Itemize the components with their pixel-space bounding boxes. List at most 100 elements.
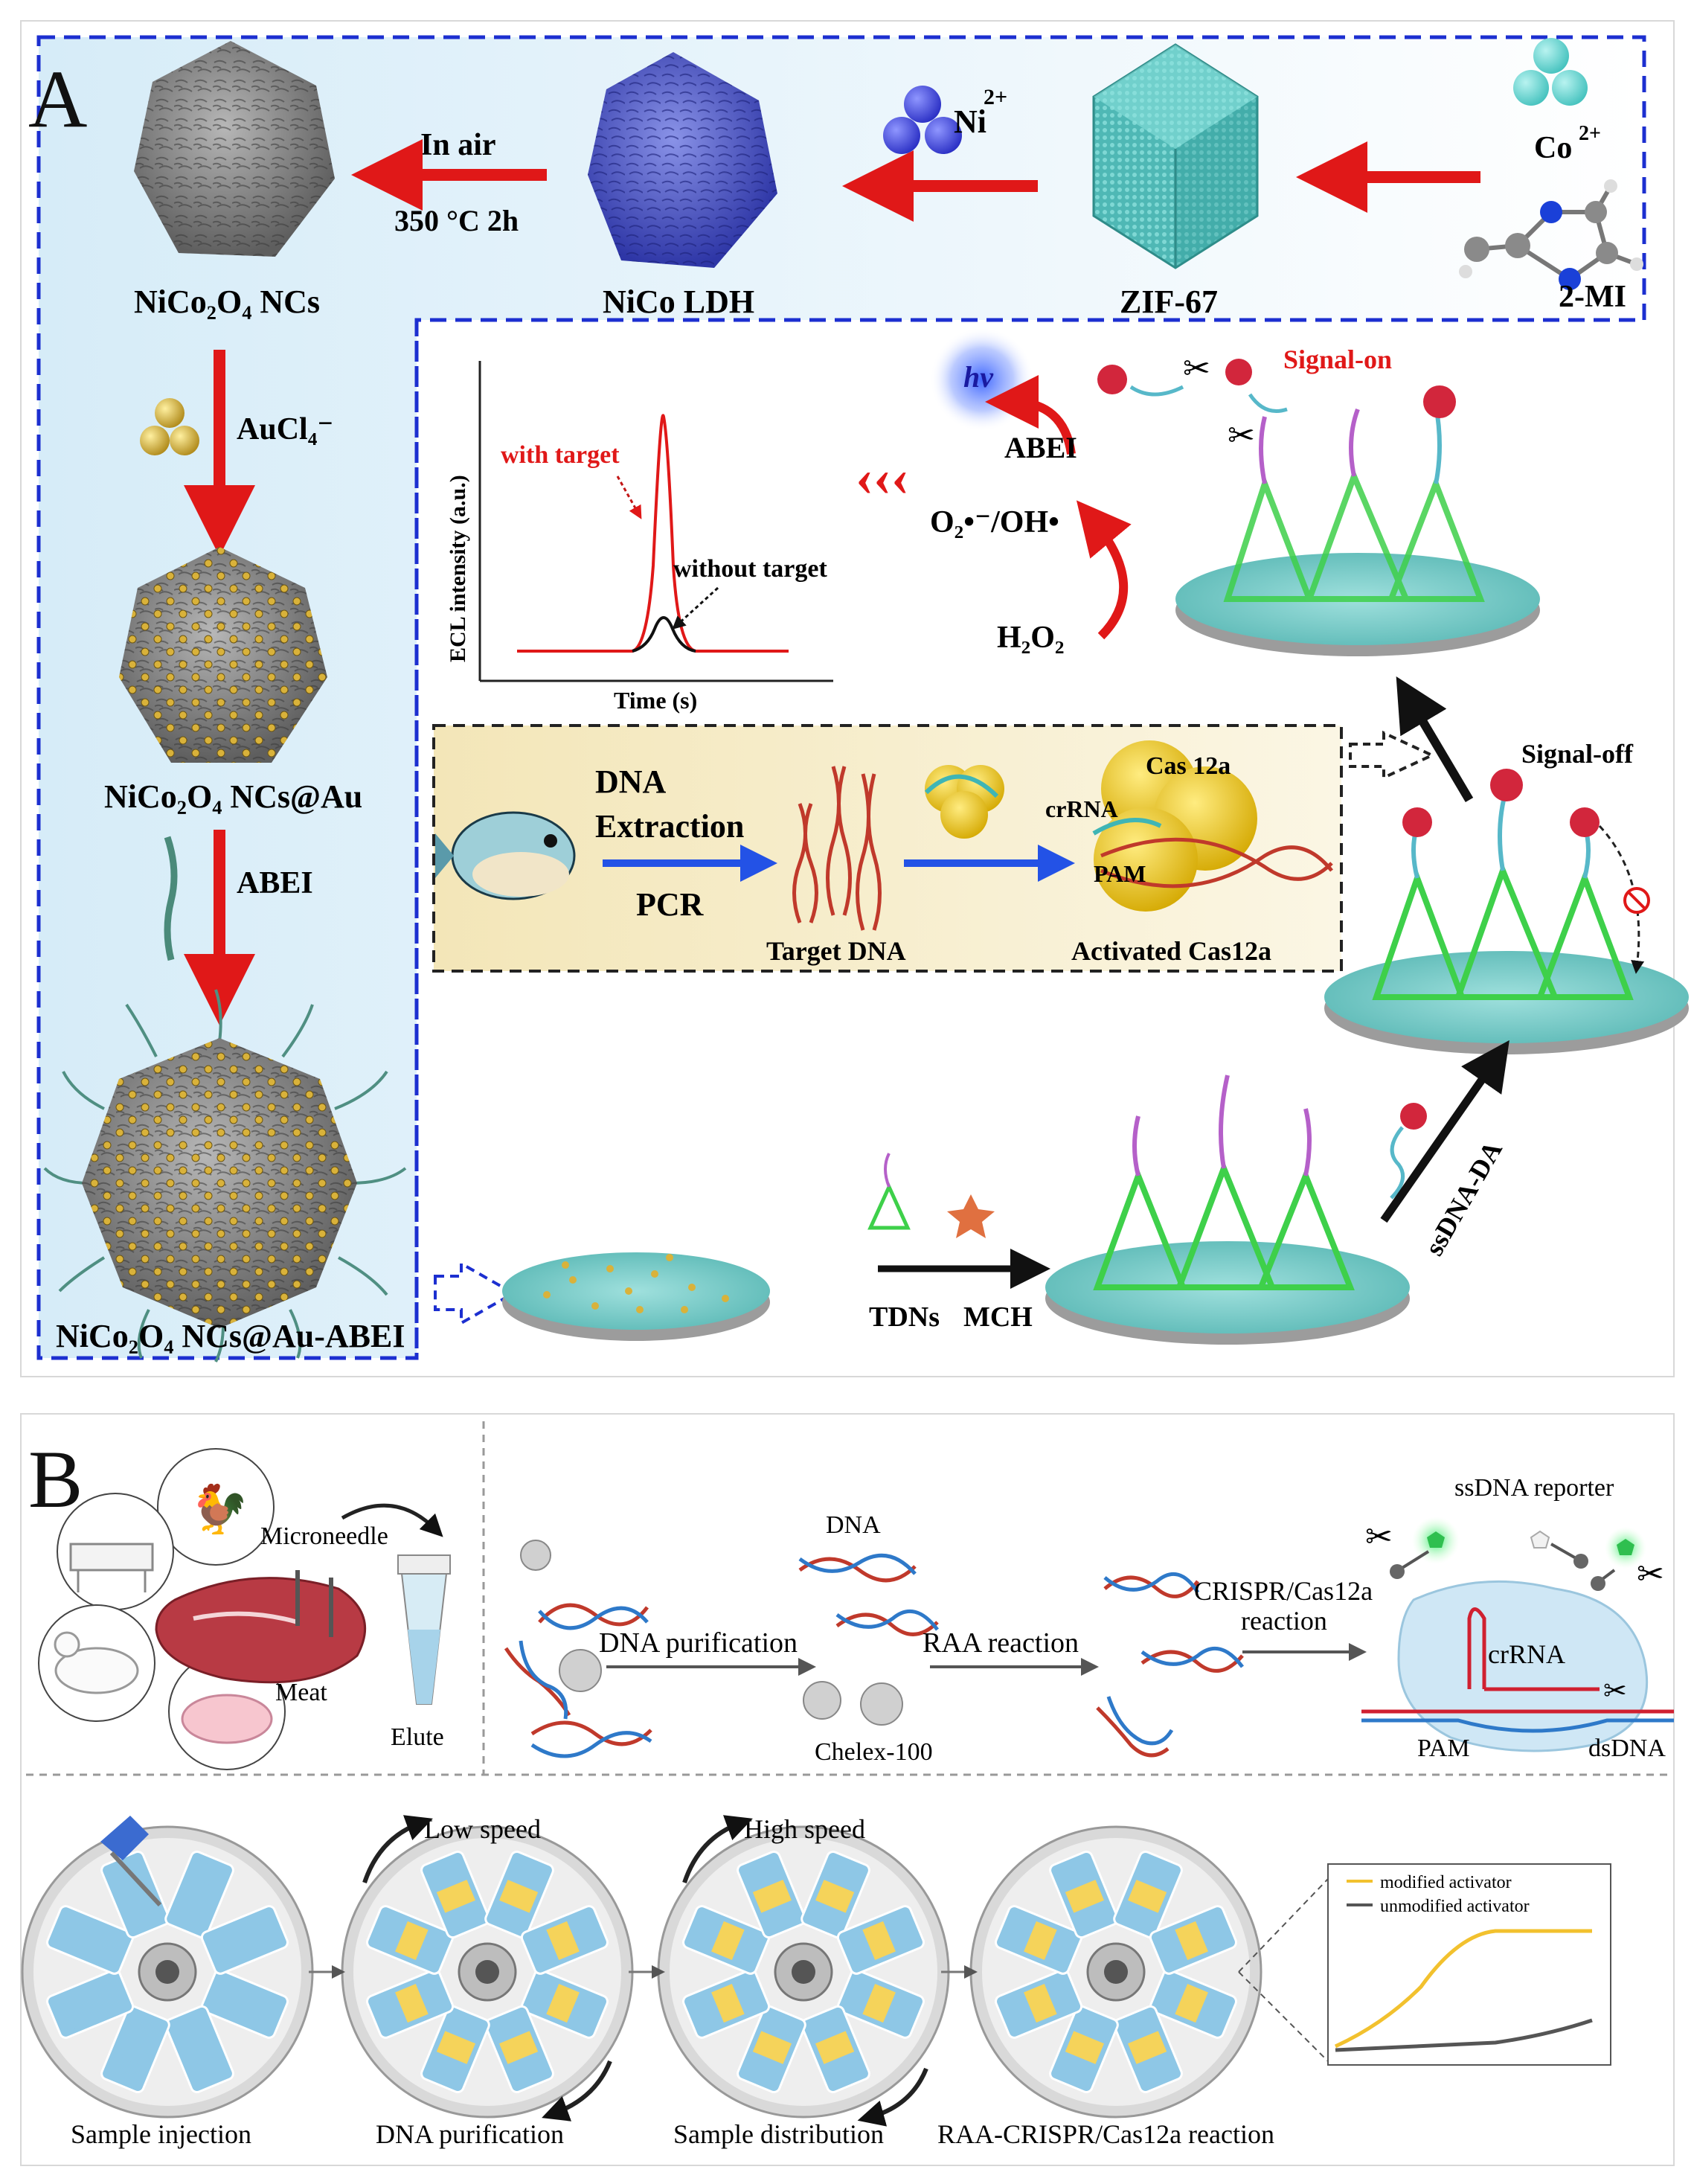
nico-ldh-label: NiCo LDH (603, 284, 754, 320)
legend-unmodified: unmodified activator (1380, 1897, 1530, 1916)
meat-label: Meat (275, 1679, 327, 1706)
ecl-with-target-curve (517, 414, 789, 653)
dna-helices-middle (798, 1553, 939, 1636)
extraction-label: Extraction (595, 808, 744, 845)
step-label-2: DNA purification (376, 2119, 564, 2149)
scissors-icon-2: ✂ (1228, 417, 1255, 454)
cas12a-blob-icon (1397, 1580, 1649, 1752)
ecl-without-target-curve (632, 616, 696, 653)
arrow-h2o2-to-radical (1076, 500, 1132, 640)
nico-ldh-particle (588, 52, 777, 268)
ecl-xlabel: Time (s) (614, 687, 697, 714)
unmodified-activator-curve (1335, 2018, 1593, 2052)
pipette-icon (100, 1816, 162, 1907)
pam-b-label: PAM (1417, 1735, 1470, 1762)
pcr-label: PCR (636, 886, 705, 923)
tdn-icon (867, 1153, 911, 1230)
gold-cluster-icon (140, 398, 199, 455)
hv-label: hv (963, 360, 994, 394)
zif-67-label: ZIF-67 (1120, 284, 1218, 320)
dna-helices-left (504, 1603, 652, 1758)
scissors-icon: ✂ (1183, 350, 1210, 387)
radical-label: O₂•⁻/OH• (930, 505, 1059, 539)
electrode-signal-on (1097, 359, 1540, 656)
ni-ion-icon (883, 86, 962, 154)
ecl-plot (478, 361, 833, 682)
ecl-without-target-label: without target (673, 555, 827, 583)
abei-molecule-icon (164, 836, 178, 961)
elute-label: Elute (391, 1723, 444, 1751)
ssdna-da-icon (1390, 1103, 1427, 1200)
dna-purification-top-label: DNA purification (599, 1627, 798, 1659)
dashed-arrow-to-signal-off (1349, 730, 1436, 781)
signal-off-label: Signal-off (1521, 739, 1634, 769)
elute-tube-icon (397, 1554, 451, 1705)
aucl4-label: AuCl₄⁻ (237, 412, 333, 446)
scissors-cas-icon: ✂ (1603, 1676, 1627, 1707)
zif-67-crystal (1092, 43, 1259, 269)
nico2o4-au-label: NiCo₂O₄ NCs@Au (104, 778, 362, 815)
meat-icon (155, 1577, 367, 1684)
dashed-arrow-to-electrode (434, 1261, 517, 1326)
microfluidic-chip (21, 1825, 314, 2119)
ecl-ylabel: ECL intensity (a.u.) (446, 475, 470, 662)
cas12a-label: Cas 12a (1146, 752, 1231, 780)
crispr-label: CRISPR/Cas12a (1194, 1576, 1373, 1606)
mch-label: MCH (963, 1301, 1033, 1333)
step-label-3: Sample distribution (673, 2119, 884, 2149)
legend-modified: modified activator (1380, 1873, 1512, 1892)
chelex-bead-icon (520, 1540, 551, 1571)
electrode-bare (502, 1252, 770, 1341)
chelex-label: Chelex-100 (815, 1738, 933, 1766)
abei-reaction-label: ABEI (1004, 431, 1077, 464)
co-label: Co (1534, 131, 1572, 165)
2-mi-molecule-icon (1459, 179, 1643, 290)
abei-label: ABEI (237, 866, 313, 900)
microfluidic-chip (341, 1825, 634, 2119)
dna-extraction-label: DNA (595, 763, 667, 800)
scissors-reporter-icon: ✂ (1365, 1519, 1393, 1555)
pufferfish-icon (435, 811, 576, 900)
pig-icon (181, 1694, 273, 1744)
modified-activator-curve (1334, 1929, 1592, 2049)
activator-plot (1327, 1863, 1611, 2066)
nico2o4-au-particle (119, 547, 327, 763)
arrow-to-signal-off (1380, 1040, 1509, 1223)
panel-a: Co 2+ 2-MI (20, 20, 1689, 1377)
microfluidic-chip (657, 1825, 950, 2119)
panel-b: 🐓 Microneedle Meat Elute DN (20, 1413, 1675, 2166)
crrna-label: crRNA (1045, 795, 1118, 822)
target-dna-icon (792, 766, 882, 931)
nico2o4-particle (134, 41, 335, 257)
dna-label: DNA (826, 1511, 881, 1539)
final-particle-label: NiCo₂O₄ NCs@Au-ABEI (56, 1318, 405, 1354)
panel-b-letter: B (28, 1434, 83, 1525)
chip-row (21, 1825, 1263, 2119)
raa-reaction-label: RAA reaction (923, 1627, 1079, 1659)
target-dna-label: Target DNA (766, 936, 906, 966)
nico2o4-label: NiCo₂O₄ NCs (134, 284, 320, 320)
pam-label: PAM (1094, 860, 1146, 887)
low-speed-label: Low speed (424, 1814, 541, 1844)
chevrons-icon: ‹‹‹ (856, 447, 909, 507)
arrow-off-to-on (1396, 676, 1474, 803)
microneedle-label: Microneedle (260, 1522, 388, 1550)
signal-on-label: Signal-on (1283, 345, 1392, 374)
dna-helices-right (1096, 1572, 1244, 1758)
arrow-to-hv (985, 375, 1076, 455)
electrode-tdn (1045, 1075, 1410, 1345)
nico2o4-au-abei-particle (43, 989, 407, 1362)
ni-superscript: 2+ (984, 85, 1007, 109)
microfluidic-chip (969, 1825, 1263, 2119)
2-mi-label: 2-MI (1559, 280, 1626, 314)
calcination-label: 350 °C 2h (394, 204, 519, 237)
activated-cas12a-label: Activated Cas12a (1071, 936, 1271, 966)
tdns-label: TDNs (869, 1301, 940, 1333)
crispr-reaction-label: reaction (1241, 1606, 1327, 1636)
mch-star-icon (947, 1194, 995, 1238)
cas12a-complex-icon (924, 765, 1004, 839)
reporter-label: ssDNA reporter (1454, 1474, 1614, 1502)
co-superscript: 2+ (1579, 122, 1601, 145)
goat-icon (69, 1543, 154, 1592)
